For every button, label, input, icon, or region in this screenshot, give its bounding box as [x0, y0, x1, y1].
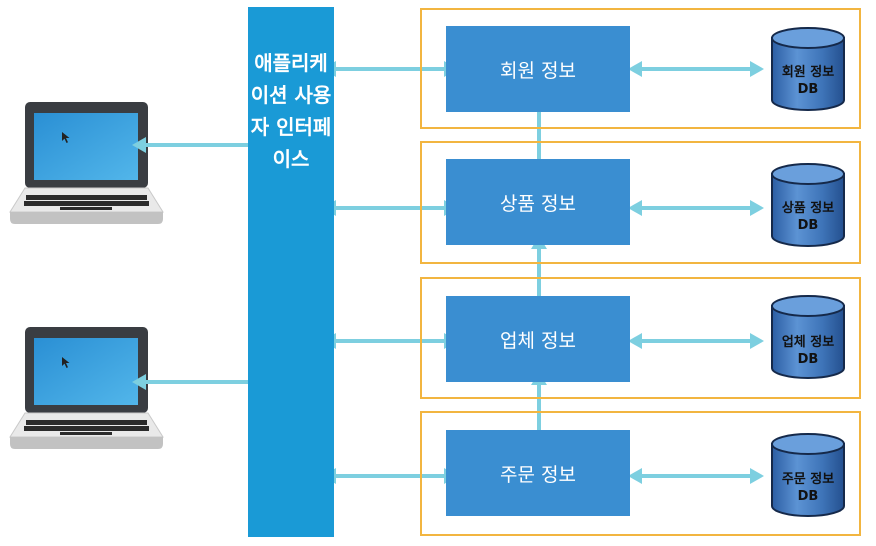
service-label: 업체 정보 [500, 329, 576, 352]
laptop-icon [9, 102, 164, 224]
db-name: 상품 정보 [781, 201, 835, 216]
db-sub: DB [797, 82, 819, 97]
service-label: 주문 정보 [500, 463, 576, 486]
laptop-icon [9, 327, 164, 449]
service-box-product: 상품 정보 [446, 159, 630, 245]
group-frame-product [420, 141, 861, 264]
group-frame-order [420, 411, 861, 536]
db-label-member: 회원 정보 DB [770, 64, 846, 98]
db-sub: DB [797, 352, 819, 367]
ui-bar: 애플리케이션 사용자 인터페이스 [248, 7, 334, 537]
db-sub: DB [797, 218, 819, 233]
db-sub: DB [797, 489, 819, 504]
service-db-arrows [628, 61, 764, 484]
db-label-vendor: 업체 정보 DB [770, 334, 846, 368]
group-frame-member [420, 8, 861, 129]
laptop-ui-arrows [132, 137, 262, 390]
database-icon [771, 433, 845, 517]
db-name: 주문 정보 [781, 472, 835, 487]
service-label: 회원 정보 [500, 59, 576, 82]
service-label: 상품 정보 [500, 192, 576, 215]
database-icon [771, 27, 845, 111]
db-label-product: 상품 정보 DB [770, 200, 846, 234]
database-icon [771, 163, 845, 247]
ui-label: 애플리케이션 사용자 인터페이스 [250, 51, 332, 171]
service-box-member: 회원 정보 [446, 26, 630, 112]
db-name: 회원 정보 [781, 65, 835, 80]
db-label-order: 주문 정보 DB [770, 471, 846, 505]
service-box-vendor: 업체 정보 [446, 296, 630, 382]
db-name: 업체 정보 [781, 335, 835, 350]
database-icon [771, 295, 845, 379]
service-box-order: 주문 정보 [446, 430, 630, 516]
group-frame-vendor [420, 277, 861, 399]
